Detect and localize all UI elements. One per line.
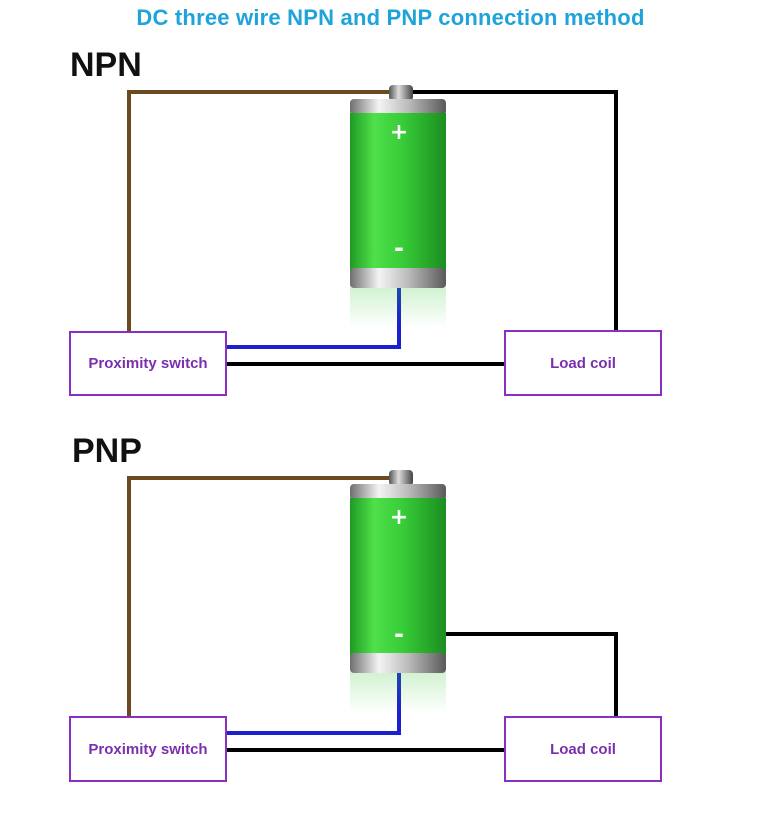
npn-load-coil-box: Load coil	[504, 330, 662, 396]
npn-proximity-switch-box: Proximity switch	[69, 331, 227, 396]
npn-battery-icon: + -	[350, 85, 446, 328]
npn-circuit: + -	[127, 85, 618, 366]
pnp-battery-plus: +	[390, 505, 408, 530]
pnp-circuit: + -	[127, 470, 618, 752]
pnp-load-coil-box: Load coil	[504, 716, 662, 782]
pnp-brown-wire	[127, 476, 392, 716]
npn-battery-minus: -	[394, 234, 404, 262]
diagram-title: DC three wire NPN and PNP connection met…	[136, 5, 645, 30]
pnp-black-wire-right	[446, 632, 618, 716]
npn-section-label: NPN	[70, 46, 142, 84]
npn-black-wire-top	[412, 90, 618, 330]
npn-battery-plus: +	[390, 120, 408, 145]
npn-brown-wire	[127, 90, 390, 331]
pnp-proximity-switch-box: Proximity switch	[69, 716, 227, 782]
pnp-battery-minus: -	[394, 620, 404, 648]
pnp-battery-icon: + -	[350, 470, 446, 713]
pnp-section-label: PNP	[72, 432, 142, 470]
